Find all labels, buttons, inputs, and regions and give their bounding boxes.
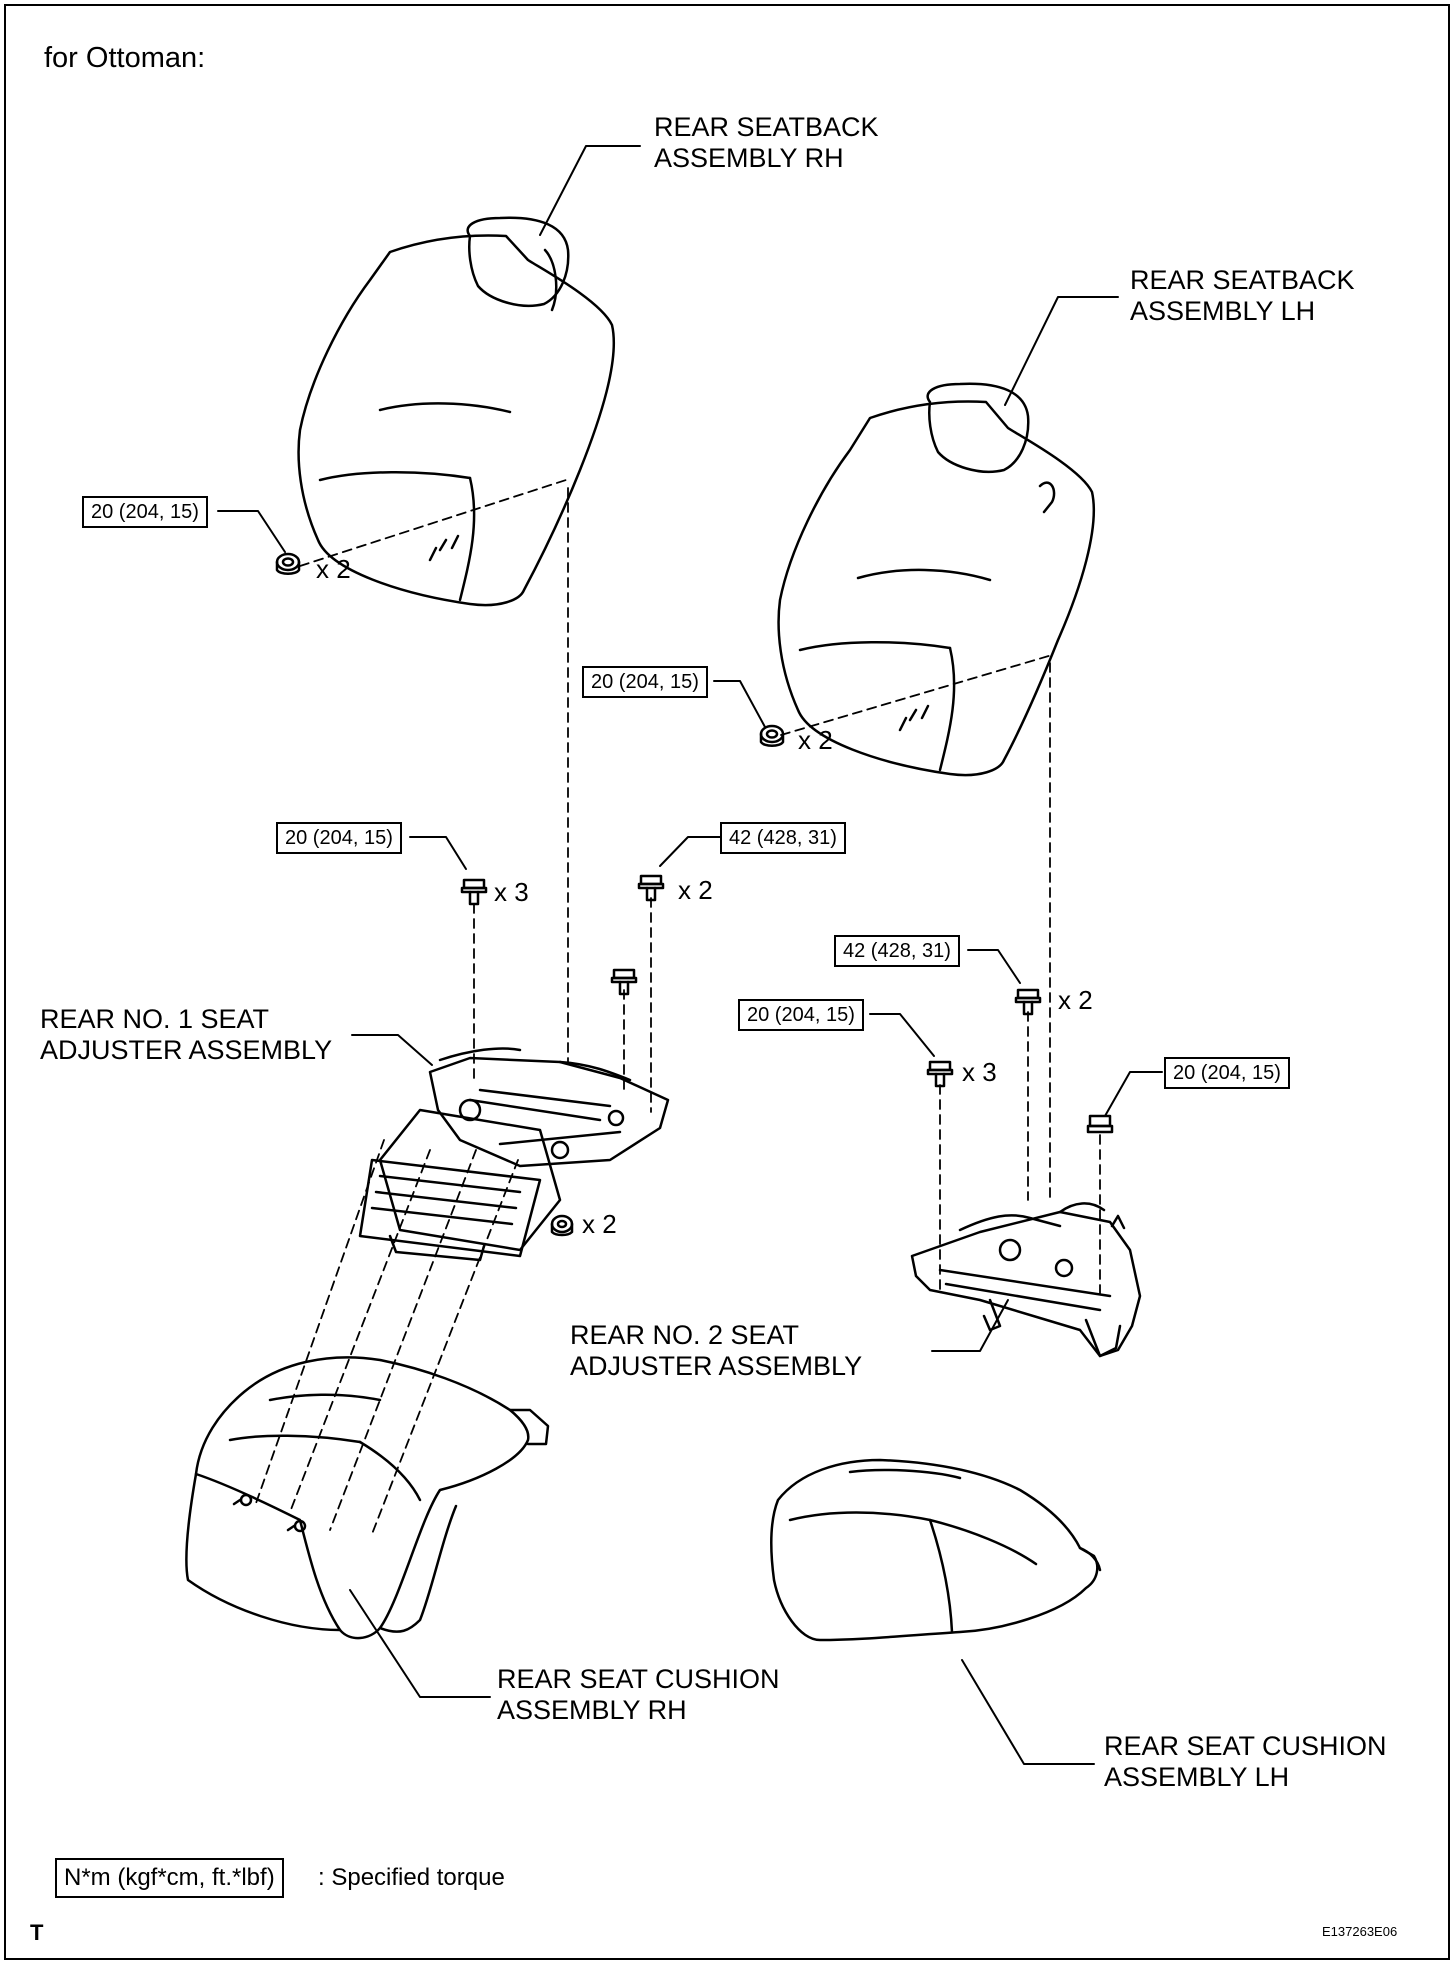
leader-torque-t4 xyxy=(659,836,721,867)
figure-id: E137263E06 xyxy=(1322,1924,1398,1939)
cushion-rh-drawing xyxy=(185,1356,550,1640)
align-lh-nut xyxy=(780,654,1053,736)
diagram-border xyxy=(4,4,1450,1960)
nut-seatback-lh xyxy=(759,724,785,747)
leader-torque-t2 xyxy=(713,680,766,728)
torque-spec-adjuster-1-bolt: 20 (204, 15) xyxy=(276,822,402,854)
leader-torque-t7 xyxy=(1104,1071,1163,1117)
label-seatback-rh: REAR SEATBACK ASSEMBLY RH xyxy=(654,112,879,174)
leader-torque-t1 xyxy=(217,510,286,553)
page-title: for Ottoman: xyxy=(44,42,206,74)
qty-adjuster-2-bolt-a: x 2 xyxy=(1058,985,1093,1015)
qty-adjuster-1-nut: x 2 xyxy=(582,1209,617,1239)
nut-adjuster-2 xyxy=(1086,1114,1114,1134)
label-cushion-lh-line1: REAR SEAT CUSHION xyxy=(1104,1731,1387,1761)
seatback-rh-drawing xyxy=(297,216,616,607)
leader-cushion-lh xyxy=(961,1659,1095,1765)
align-cushion-b xyxy=(329,1149,477,1531)
label-cushion-rh-line1: REAR SEAT CUSHION xyxy=(497,1664,780,1694)
label-adjuster-1-line2: ADJUSTER ASSEMBLY xyxy=(40,1035,333,1066)
label-seatback-lh-line2: ASSEMBLY LH xyxy=(1130,296,1316,327)
torque-spec-adjuster-1-bolt-b: 42 (428, 31) xyxy=(720,822,846,854)
leader-adjuster-1 xyxy=(351,1034,433,1066)
leader-cushion-rh xyxy=(349,1589,491,1698)
label-cushion-rh-line2: ASSEMBLY RH xyxy=(497,1695,687,1726)
seatback-lh-drawing xyxy=(777,382,1096,777)
torque-spec-adjuster-2-bolt-b: 20 (204, 15) xyxy=(738,999,864,1031)
adjuster-2-drawing xyxy=(910,1202,1142,1358)
leader-torque-t5 xyxy=(967,949,1021,984)
qty-seatback-rh-nut: x 2 xyxy=(316,554,351,584)
label-seatback-rh-line1: REAR SEATBACK xyxy=(654,112,879,142)
bolt-x2-left-lower xyxy=(610,968,638,996)
leader-seatback-rh xyxy=(539,145,641,236)
label-adjuster-1: REAR NO. 1 SEAT ADJUSTER ASSEMBLY xyxy=(40,1004,332,1066)
legend-description: : Specified torque xyxy=(318,1864,505,1891)
bolt-x2-right xyxy=(1014,988,1042,1016)
align-cushion-c xyxy=(289,1149,431,1513)
torque-spec-seatback-lh-nut: 20 (204, 15) xyxy=(582,666,708,698)
label-seatback-lh: REAR SEATBACK ASSEMBLY LH xyxy=(1130,265,1355,327)
bolt-x3-right xyxy=(926,1060,954,1088)
qty-seatback-lh-nut: x 2 xyxy=(798,725,833,755)
label-seatback-rh-line2: ASSEMBLY RH xyxy=(654,143,844,174)
cushion-lh-drawing xyxy=(770,1458,1102,1642)
adjuster-1-drawing xyxy=(358,1047,670,1262)
torque-spec-adjuster-2-bolt-a: 42 (428, 31) xyxy=(834,935,960,967)
leader-seatback-lh xyxy=(1004,296,1119,406)
bolt-x2-left-top xyxy=(637,874,665,902)
label-adjuster-2-line2: ADJUSTER ASSEMBLY xyxy=(570,1351,863,1382)
qty-adjuster-1-bolt-b: x 2 xyxy=(678,875,713,905)
label-adjuster-2: REAR NO. 2 SEAT ADJUSTER ASSEMBLY xyxy=(570,1320,862,1382)
label-seatback-lh-line1: REAR SEATBACK xyxy=(1130,265,1355,295)
label-adjuster-2-line1: REAR NO. 2 SEAT xyxy=(570,1320,800,1350)
leader-torque-t3 xyxy=(409,836,467,870)
footer-mark: T xyxy=(30,1920,44,1945)
fasteners xyxy=(275,552,1114,1237)
leader-adjuster-2 xyxy=(931,1299,1009,1352)
label-cushion-lh-line2: ASSEMBLY LH xyxy=(1104,1762,1290,1793)
torque-spec-adjuster-2-nut: 20 (204, 15) xyxy=(1164,1057,1290,1089)
torque-spec-seatback-rh-nut: 20 (204, 15) xyxy=(82,496,208,528)
leader-torque-t6 xyxy=(869,1013,935,1057)
nut-seatback-rh xyxy=(275,552,301,575)
nut-adjuster-1 xyxy=(550,1214,574,1237)
label-cushion-lh: REAR SEAT CUSHION ASSEMBLY LH xyxy=(1104,1731,1387,1793)
qty-adjuster-2-bolt-b: x 3 xyxy=(962,1057,997,1087)
legend-torque-unit: N*m (kgf*cm, ft.*lbf) xyxy=(55,1858,284,1899)
align-rh-nut xyxy=(299,479,567,567)
label-cushion-rh: REAR SEAT CUSHION ASSEMBLY RH xyxy=(497,1664,780,1726)
align-cushion-a xyxy=(254,1139,385,1507)
qty-adjuster-1-bolt-a: x 3 xyxy=(494,877,529,907)
leader-lines xyxy=(217,145,1163,1765)
label-adjuster-1-line1: REAR NO. 1 SEAT xyxy=(40,1004,270,1034)
bolt-x3-left xyxy=(460,878,488,906)
